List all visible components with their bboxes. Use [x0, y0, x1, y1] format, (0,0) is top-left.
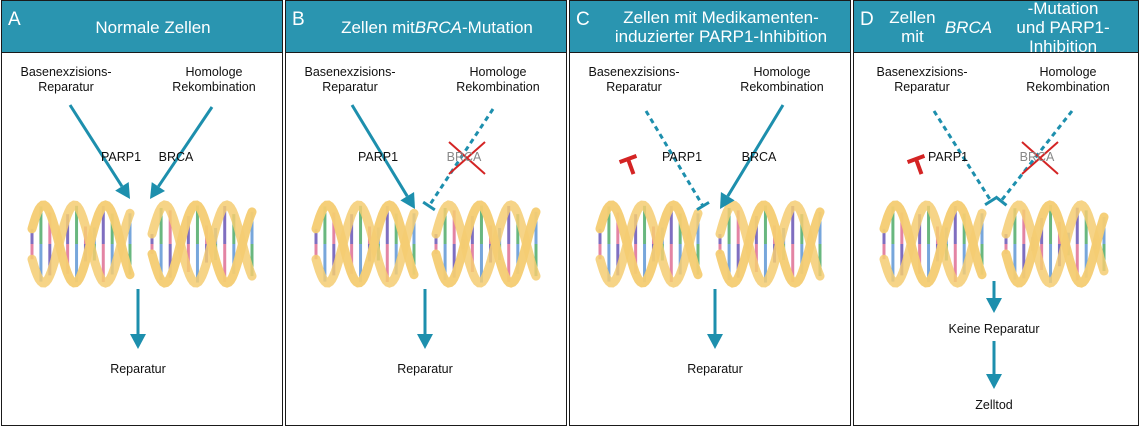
panel-title: Normale Zellen	[95, 17, 211, 37]
panel-art	[595, 104, 825, 349]
result-label: Reparatur	[397, 362, 453, 376]
dna-left-strand	[311, 200, 419, 288]
brca-label: BRCA	[1019, 150, 1055, 164]
cell-death-arrow-head	[986, 374, 1002, 389]
brca-label: BRCA	[446, 150, 482, 164]
panel-letter: C	[576, 9, 590, 30]
result-label: Reparatur	[687, 362, 743, 376]
panel-b: B Zellen mit BRCA-Mutation Basenexzision…	[285, 0, 567, 426]
brca-cross-b	[1021, 141, 1059, 175]
panel-title: Zellen mit BRCA-Mutation	[312, 1, 562, 53]
homologous-recombination-label: Homologe Rekombination	[456, 65, 540, 94]
no-repair-label: Keine Reparatur	[948, 322, 1040, 336]
panel-letter: D	[860, 9, 874, 30]
dna-right-strand	[431, 200, 541, 288]
brca-arrow-head	[150, 182, 166, 199]
brca-arrow-shaft	[726, 104, 785, 197]
brca-label: BRCA	[741, 150, 777, 164]
brca-cross-b	[448, 141, 486, 175]
dna-left-strand	[595, 200, 703, 288]
panel-header: C Zellen mit Medikamenten- induzierter P…	[570, 1, 850, 53]
parp1-arrow-head	[400, 192, 415, 209]
base-excision-repair-label: Basenexzisions- Reparatur	[588, 65, 680, 94]
parp1-inhibitor	[906, 154, 926, 175]
panel-art	[879, 110, 1109, 389]
dna-left-strand	[27, 200, 135, 288]
dna-right-strand	[431, 200, 541, 288]
dna-right-strand	[147, 200, 257, 288]
parp1-path-bar	[984, 195, 998, 207]
title-part: -Mutation	[462, 17, 533, 37]
dna-left-strand	[879, 200, 987, 288]
panel-title: Zellen mit BRCA -Mutation und PARP1-Inhib…	[880, 0, 1134, 56]
panel-d: D Zellen mit BRCA -Mutation und PARP1-Inh…	[853, 0, 1139, 426]
parp1-arrow-shaft	[350, 104, 409, 197]
parp1-label: PARP1	[661, 150, 703, 164]
panel-header: D Zellen mit BRCA -Mutation und PARP1-Inh…	[854, 0, 1138, 56]
cell-death-label: Zelltod	[975, 398, 1013, 412]
brca-arrow-head	[720, 192, 735, 209]
parp1-inhibitor	[618, 154, 638, 175]
panel-c: C Zellen mit Medikamenten- induzierter P…	[569, 0, 851, 426]
dna-left-strand	[879, 200, 987, 288]
repair-arrow-head	[707, 334, 723, 349]
dna-right-strand	[715, 200, 825, 288]
dna-left-strand	[311, 200, 419, 288]
parp1-path-bar	[696, 201, 710, 211]
panel-a: A Normale Zellen Basenexzisions- Reparat…	[1, 0, 283, 426]
homologous-recombination-label: Homologe Rekombination	[740, 65, 824, 94]
repair-arrow-head	[417, 334, 433, 349]
base-excision-repair-label: Basenexzisions- Reparatur	[304, 65, 396, 94]
dna-left-strand	[27, 200, 135, 288]
title-italic-part: BRCA	[944, 17, 993, 37]
dna-right-strand	[1001, 200, 1109, 288]
panel-art	[311, 104, 541, 349]
panel-header: B Zellen mit BRCA-Mutation	[286, 1, 566, 53]
title-part: Zellen mit	[341, 17, 415, 37]
panel-title: Zellen mit Medikamenten- induzierter PAR…	[614, 8, 828, 46]
brca-path-line	[427, 108, 495, 207]
title-italic-part: BRCA	[414, 17, 463, 37]
result-label: Reparatur	[110, 362, 166, 376]
parp1-label: PARP1	[357, 150, 399, 164]
parp1-arrow-shaft	[68, 104, 124, 188]
panel-letter: B	[292, 9, 305, 30]
dna-right-strand	[147, 200, 257, 288]
base-excision-repair-label: Basenexzisions- Reparatur	[876, 65, 968, 94]
panel-letter: A	[8, 9, 21, 30]
homologous-recombination-label: Homologe Rekombination	[1026, 65, 1110, 94]
dna-right-strand	[1001, 200, 1109, 288]
brca-label: BRCA	[158, 150, 194, 164]
parp1-path-line	[644, 110, 705, 207]
brca-arrow-shaft	[157, 106, 214, 188]
brca-path-bar	[994, 195, 1008, 207]
title-part: -Mutation und PARP1-Inhibition	[1016, 0, 1110, 56]
brca-path-bar	[422, 200, 436, 212]
dna-right-strand	[715, 200, 825, 288]
panel-header: A Normale Zellen	[2, 1, 282, 53]
parp1-arrow-head	[115, 182, 130, 199]
no-repair-arrow-head	[986, 298, 1002, 313]
title-part: Zellen mit	[889, 8, 936, 46]
homologous-recombination-label: Homologe Rekombination	[172, 65, 256, 94]
parp1-label: PARP1	[100, 150, 142, 164]
base-excision-repair-label: Basenexzisions- Reparatur	[20, 65, 112, 94]
panel-art	[27, 104, 257, 349]
dna-left-strand	[595, 200, 703, 288]
parp1-label: PARP1	[927, 150, 969, 164]
repair-arrow-head	[130, 334, 146, 349]
